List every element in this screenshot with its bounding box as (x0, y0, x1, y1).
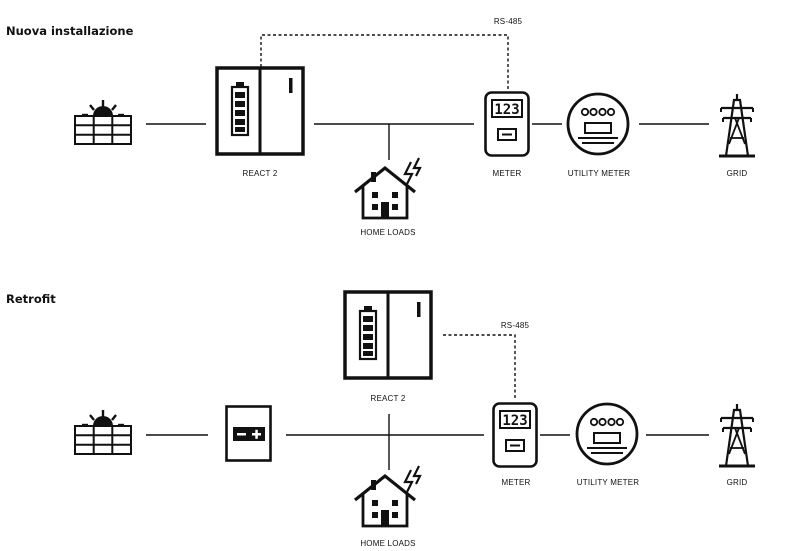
house-icon (353, 464, 422, 528)
grid-label: GRID (727, 169, 748, 178)
home-loads-label: HOME LOADS (360, 539, 415, 548)
meter-label: METER (493, 169, 522, 178)
meter-icon (484, 91, 530, 157)
power-pylon-icon (717, 402, 757, 468)
utility-meter-icon (566, 92, 630, 156)
section-title-retrofit: Retrofit (6, 292, 56, 306)
section-title-new: Nuova installazione (6, 24, 134, 38)
utility-meter-label: UTILITY METER (577, 478, 639, 487)
house-icon (353, 156, 422, 220)
section-retrofit: Retrofit RS-485 REACT 2 METER UTILITY ME… (6, 290, 757, 548)
react-label: REACT 2 (242, 169, 277, 178)
home-loads-label: HOME LOADS (360, 228, 415, 237)
react-label: REACT 2 (370, 394, 405, 403)
inverter-icon (225, 405, 272, 462)
power-pylon-icon (717, 92, 757, 158)
rs485-link (443, 334, 516, 400)
utility-meter-icon (575, 402, 639, 466)
battery-storage-icon (215, 66, 305, 156)
section-new-installation: Nuova installazione RS-485 REACT 2 METER… (6, 17, 757, 237)
solar-panel-icon (73, 408, 133, 456)
grid-label: GRID (727, 478, 748, 487)
rs485-label: RS-485 (501, 321, 530, 330)
solar-panel-icon (73, 98, 133, 146)
meter-label: METER (502, 478, 531, 487)
battery-storage-icon (343, 290, 433, 380)
rs485-link (260, 34, 509, 91)
meter-icon (492, 402, 538, 468)
rs485-label: RS-485 (494, 17, 523, 26)
utility-meter-label: UTILITY METER (568, 169, 630, 178)
